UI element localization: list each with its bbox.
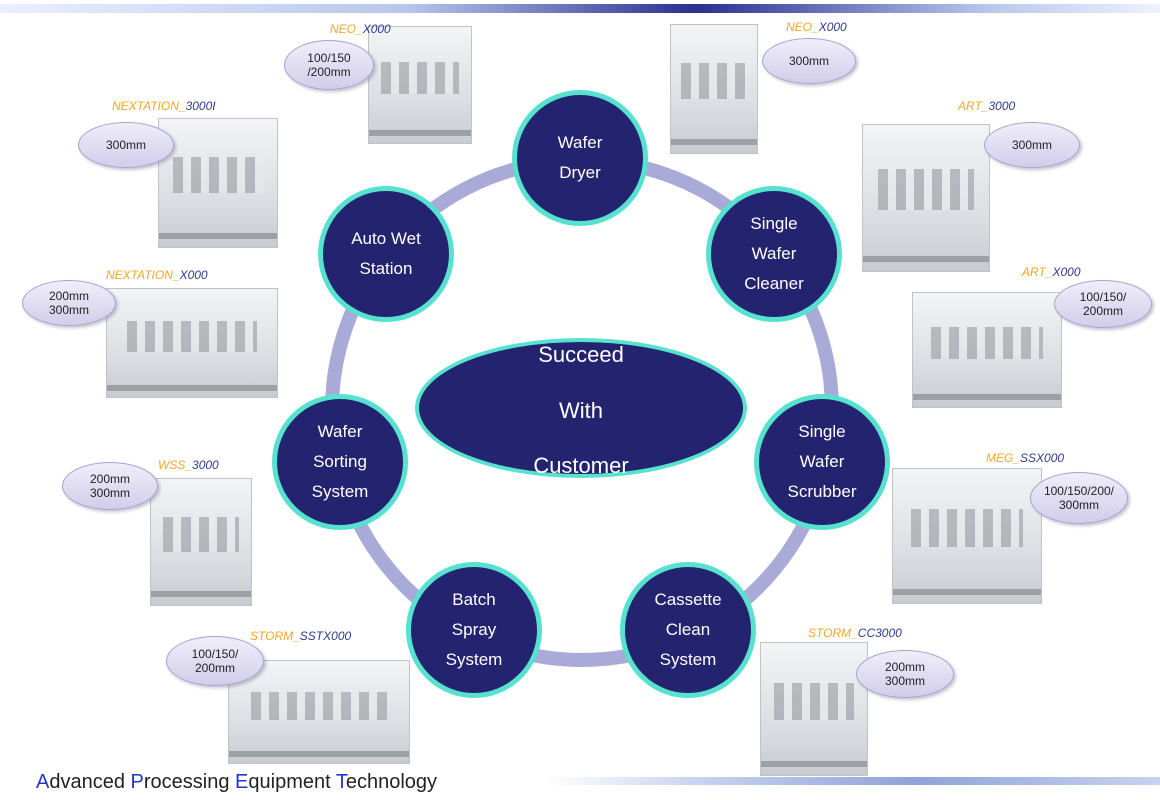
model-label-nextation-x000: NEXTATION_X000 <box>106 268 208 282</box>
model-label-wss-3000: WSS_3000 <box>158 458 219 472</box>
model-label-art-3000: ART_3000 <box>958 99 1016 113</box>
size-badge-storm-sstx000: 100/150/ 200mm <box>166 636 264 686</box>
node-batch-spray-system: Batch Spray System <box>406 562 542 698</box>
node-text-line: Clean <box>665 620 711 639</box>
node-text-line: Station <box>359 259 413 278</box>
node-text-line: Batch <box>452 590 496 609</box>
model-label-art-x000: ART_X000 <box>1022 265 1081 279</box>
model-label-neo-x000-right: NEO_X000 <box>786 20 847 34</box>
size-badge-art-3000: 300mm <box>984 122 1080 168</box>
size-badge-nextation-3000i: 300mm <box>78 122 174 168</box>
node-text-line: Dryer <box>559 163 601 182</box>
node-text-line: Single <box>750 214 798 233</box>
model-label-storm-cc3000: STORM_CC3000 <box>808 626 902 640</box>
node-text-line: Auto Wet <box>351 229 421 248</box>
footer-initial: T <box>335 771 346 793</box>
node-text-line: Spray <box>451 620 497 639</box>
machine-image-nextation-3000i <box>158 118 278 248</box>
node-text-line: Cassette <box>654 590 722 609</box>
center-text-line2: With <box>559 398 603 423</box>
machine-image-storm-sstx000 <box>228 660 410 764</box>
footer-initial: P <box>130 771 144 793</box>
node-text-line: Sorting <box>313 452 367 471</box>
center-text-line3: Customer <box>533 453 629 478</box>
model-label-storm-sstx000: STORM_SSTX000 <box>250 629 352 643</box>
machine-image-meg-ssx000 <box>892 468 1042 604</box>
node-auto-wet-station: Auto Wet Station <box>318 186 454 322</box>
machine-image-wss-3000 <box>150 478 252 606</box>
machine-image-art-x000 <box>912 292 1062 408</box>
node-single-wafer-cleaner: Single Wafer Cleaner <box>706 186 842 322</box>
footer-tagline: Advanced Processing Equipment Technology <box>36 771 437 794</box>
size-badge-meg-ssx000: 100/150/200/ 300mm <box>1030 472 1128 524</box>
machine-image-neo-x000-left <box>368 26 472 144</box>
top-gradient-bar <box>0 4 1160 13</box>
machine-image-neo-x000-right <box>670 24 758 154</box>
machine-image-nextation-x000 <box>106 288 278 398</box>
footer-initial: A <box>36 771 50 793</box>
node-text-line: Wafer <box>799 452 845 471</box>
model-label-nextation-3000i: NEXTATION_3000I <box>112 99 216 113</box>
size-badge-wss-3000: 200mm 300mm <box>62 462 158 510</box>
model-label-meg-ssx000: MEG_SSX000 <box>986 451 1065 465</box>
node-text-line: System <box>445 650 503 669</box>
node-text-line: Wafer <box>317 422 363 441</box>
machine-image-storm-cc3000 <box>760 642 868 776</box>
node-cassette-clean-system: Cassette Clean System <box>620 562 756 698</box>
bottom-gradient-bar <box>545 777 1160 785</box>
node-text-line: Wafer <box>751 244 797 263</box>
size-badge-neo-x000-right: 300mm <box>762 38 856 84</box>
node-text-line: System <box>659 650 717 669</box>
node-text-line: System <box>311 482 369 501</box>
center-ellipse: Succeed With Customer <box>415 338 747 478</box>
machine-image-art-3000 <box>862 124 990 272</box>
footer-word-rest: dvanced <box>49 771 125 793</box>
footer-word-rest: quipment <box>248 771 331 793</box>
node-wafer-sorting-system: Wafer Sorting System <box>272 394 408 530</box>
size-badge-neo-x000-left: 100/150 /200mm <box>284 40 374 90</box>
node-text-line: Cleaner <box>744 274 804 293</box>
node-text-line: Scrubber <box>787 482 857 501</box>
footer-initial: E <box>235 771 249 793</box>
size-badge-art-x000: 100/150/ 200mm <box>1054 280 1152 328</box>
node-single-wafer-scrubber: Single Wafer Scrubber <box>754 394 890 530</box>
size-badge-nextation-x000: 200mm 300mm <box>22 280 116 326</box>
size-badge-storm-cc3000: 200mm 300mm <box>856 650 954 698</box>
center-text-line1: Succeed <box>538 342 624 367</box>
footer-word-rest: rocessing <box>143 771 230 793</box>
node-wafer-dryer: Wafer Dryer <box>512 90 648 226</box>
footer-word-rest: echnology <box>345 771 438 793</box>
node-text-line: Single <box>798 422 846 441</box>
node-text-line: Wafer <box>557 133 603 152</box>
model-label-neo-x000-left: NEO_X000 <box>330 22 391 36</box>
